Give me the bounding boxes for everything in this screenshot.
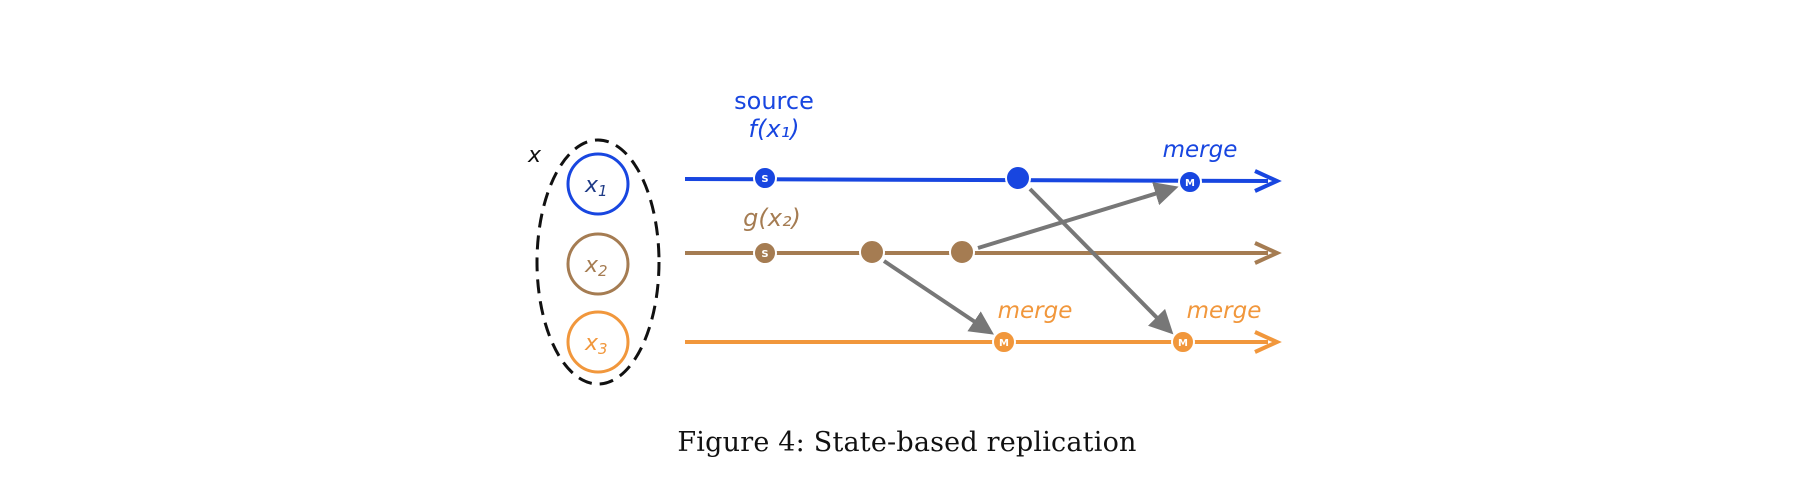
timeline-x3-arrowhead	[1254, 330, 1282, 354]
source-node-x1-dot	[753, 166, 777, 190]
merge-node-x3-a-letter: M	[999, 338, 1009, 349]
source-node-x2: S	[753, 241, 777, 265]
source-label: source	[734, 87, 814, 115]
merge-node-x1-dot	[1178, 170, 1202, 194]
merge-node-x1: M	[1178, 170, 1202, 194]
source-node-x2-letter: S	[761, 249, 768, 260]
merge-node-x3-a-dot	[992, 330, 1016, 354]
f-x1-label: f(x₁)	[749, 115, 800, 143]
figure-caption: Figure 4: State-based replication	[677, 427, 1137, 458]
replica-x1-sub: 1	[598, 182, 608, 200]
update-event-x2-b	[949, 239, 975, 265]
replica-group-ellipse	[535, 138, 661, 386]
replica-x2-label: x2	[584, 253, 608, 280]
message-arrow-x1-to-x3	[1028, 187, 1174, 335]
replica-x3: x3	[566, 310, 630, 374]
replica-x3-base: x	[584, 331, 599, 356]
g-x2-label: g(x₂)	[743, 204, 801, 232]
replica-x2-sub: 2	[598, 262, 608, 280]
update-event-x1	[1005, 165, 1031, 191]
merge-node-x1-letter: M	[1185, 178, 1195, 189]
merge-label-x1: merge	[1163, 137, 1238, 163]
replica-x1: x1	[566, 152, 630, 216]
replica-x1-base: x	[584, 173, 599, 198]
merge-label-x3-b: merge	[1187, 298, 1262, 324]
replica-x2: x2	[566, 232, 630, 296]
replica-x1-circle	[566, 152, 630, 216]
source-node-x2-dot	[753, 241, 777, 265]
replica-x3-sub: 3	[598, 340, 608, 358]
message-arrow-x2-to-x3	[882, 259, 994, 335]
timeline-x2	[685, 241, 1282, 265]
replica-x3-circle	[566, 310, 630, 374]
replica-x2-circle	[566, 232, 630, 296]
message-arrow-x2-to-x1	[977, 182, 1179, 250]
timeline-x1-arrowhead	[1254, 169, 1282, 193]
update-event-x2-a	[859, 239, 885, 265]
group-label: x	[527, 143, 542, 168]
replica-x1-label: x1	[584, 173, 608, 200]
merge-label-x3-a: merge	[998, 298, 1073, 324]
source-node-x1: S	[753, 166, 777, 190]
timeline-x1	[684, 169, 1282, 193]
merge-node-x3-b: M	[1171, 330, 1195, 354]
merge-node-x3-b-dot	[1171, 330, 1195, 354]
timeline-x1-line	[684, 177, 1269, 183]
replica-x2-base: x	[584, 253, 599, 278]
timeline-x2-arrowhead	[1254, 241, 1282, 265]
replica-x3-label: x3	[584, 331, 608, 358]
timeline-x3	[685, 330, 1282, 354]
source-node-x1-letter: S	[761, 174, 768, 185]
merge-node-x3-a: M	[992, 330, 1016, 354]
merge-node-x3-b-letter: M	[1178, 338, 1188, 349]
